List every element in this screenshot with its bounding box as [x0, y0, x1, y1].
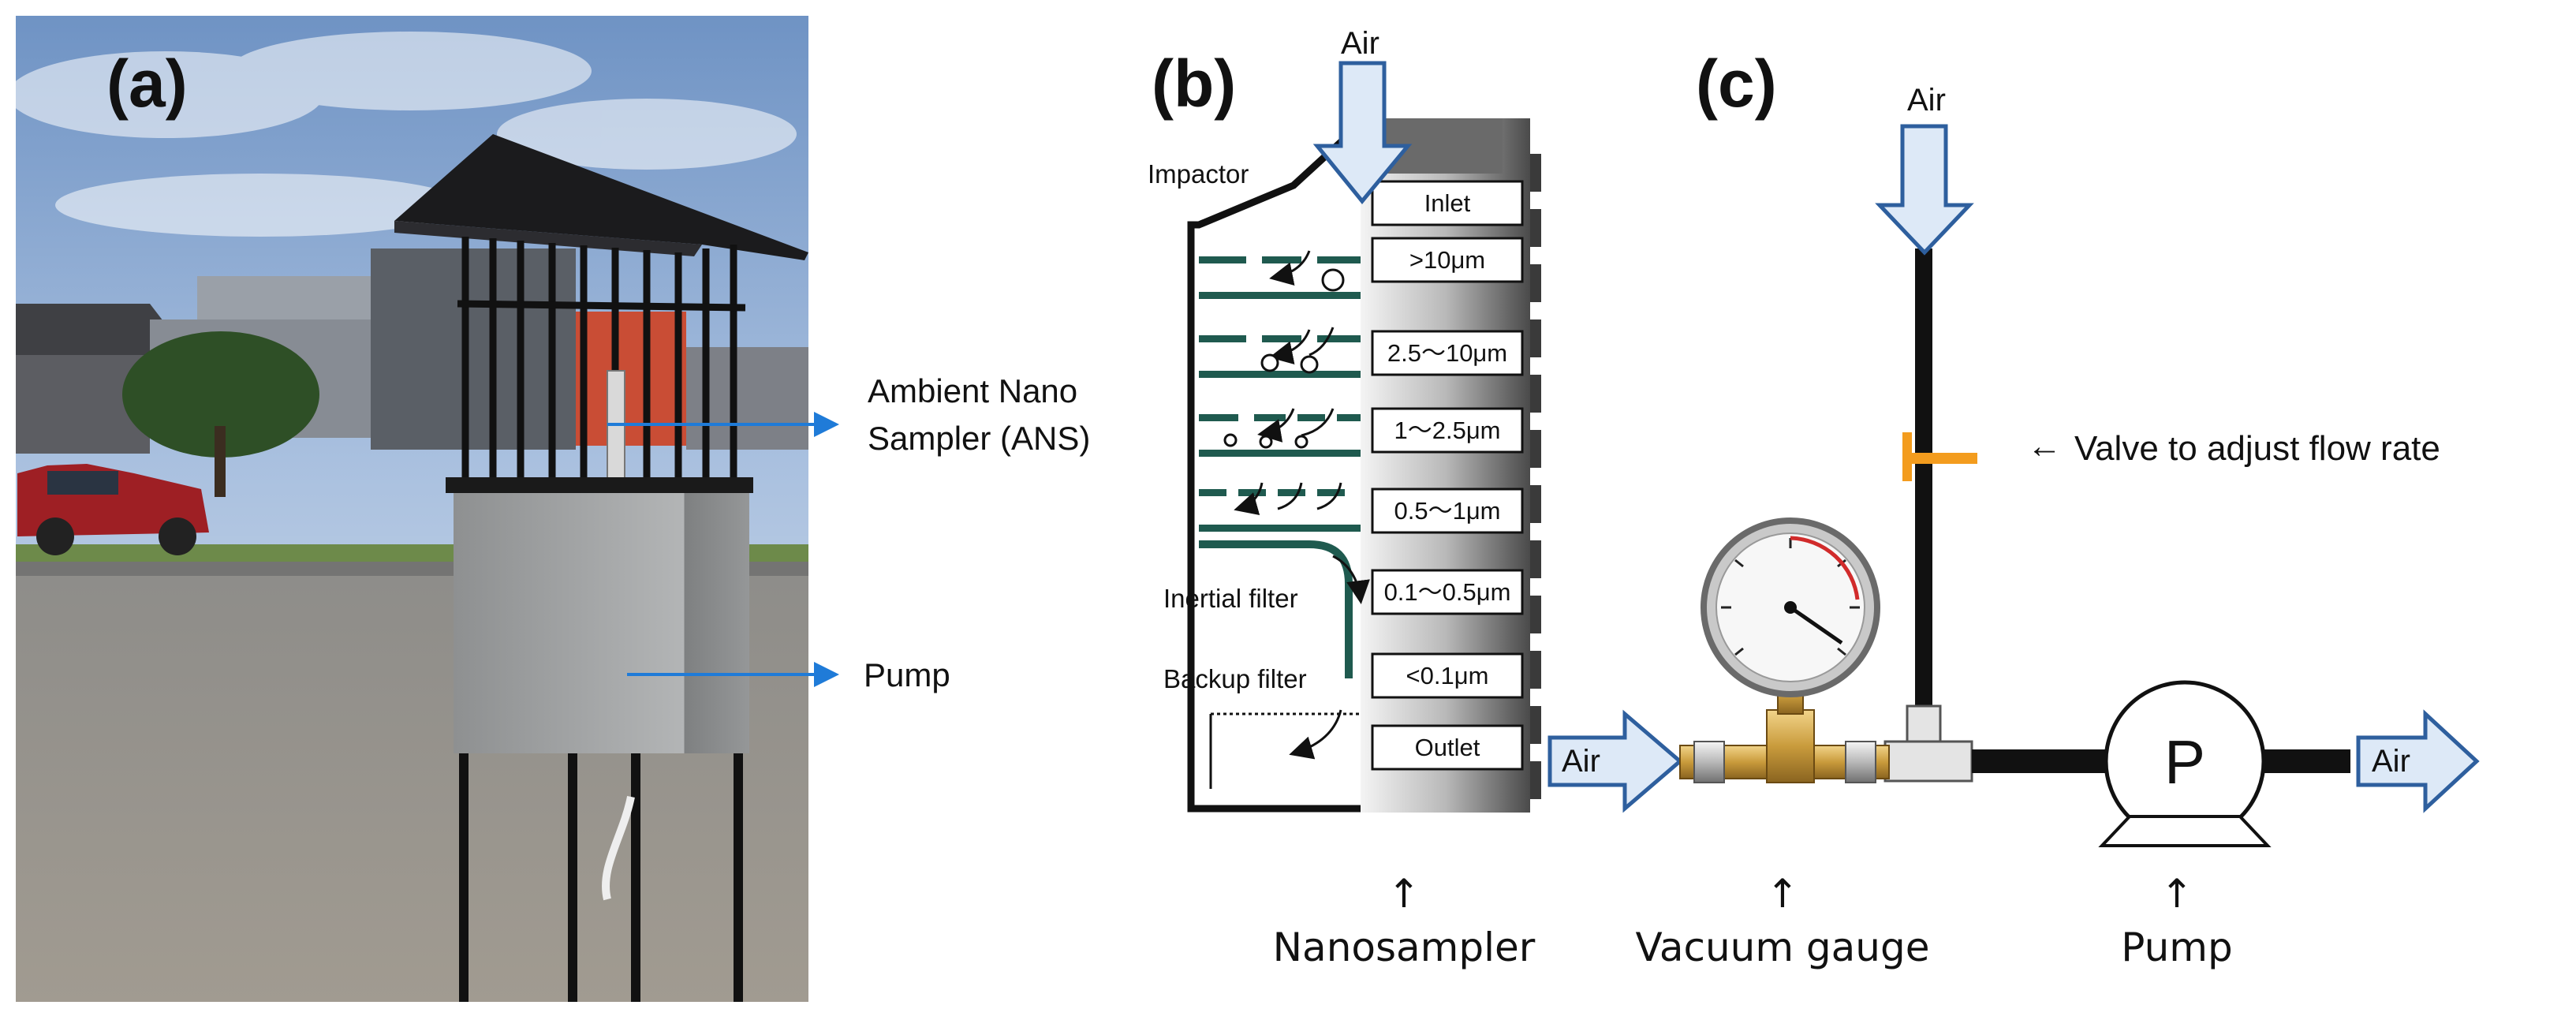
stage-label: >10μm [1409, 246, 1485, 274]
panel-label-a: (a) [106, 47, 188, 121]
stage-box-lt0-1 [1371, 652, 1524, 699]
red-car [17, 464, 209, 555]
valve-label: Valve to adjust flow rate [2074, 429, 2440, 468]
gauge-needle [1789, 605, 1843, 645]
stage-label: 0.5〜1μm [1394, 497, 1500, 525]
pump-symbol-letter: P [2164, 727, 2205, 797]
pump-housing [446, 477, 753, 1002]
nanosampler-caption: Nanosampler [1273, 925, 1536, 970]
stage-box-2-5-10 [1371, 330, 1524, 376]
column-ribs [1530, 154, 1541, 799]
vacuum-gauge-caption-arrow: ↑ [1766, 871, 1799, 917]
flow-valve [1902, 432, 1977, 481]
stage-label: Outlet [1415, 734, 1480, 761]
panel-label-c: (c) [1696, 47, 1777, 121]
pump-symbol [2098, 680, 2272, 847]
vacuum-gauge [1679, 517, 1890, 783]
tee-fitting [1883, 704, 1973, 783]
stage-label: 1〜2.5μm [1394, 417, 1500, 444]
air-exit-arrow [2356, 709, 2480, 813]
nanosampler-caption-arrow: ↑ [1387, 871, 1421, 917]
particle-paths [1223, 250, 1370, 760]
stage-labels: Inlet >10μm 2.5〜10μm 1〜2.5μm 0.5〜1μm 0.1… [1384, 189, 1511, 761]
stage-boxes [1371, 180, 1524, 771]
air-inlet-arrow [1312, 61, 1413, 204]
stage-box-inlet [1371, 180, 1524, 226]
ans-label-line2: Sampler (ANS) [868, 420, 1090, 457]
pipe-to-pump [1972, 749, 2106, 773]
clouds [8, 32, 797, 237]
stage-box-outlet [1371, 724, 1524, 771]
stage-box-gt10 [1371, 237, 1524, 283]
stage-box-0-1-0-5 [1371, 569, 1524, 615]
panel-label-b: (b) [1152, 47, 1236, 121]
air-exit-label: Air [2372, 744, 2410, 779]
pump-caption: Pump [2121, 925, 2232, 970]
tree [122, 331, 319, 497]
pump-caption-arrow: ↑ [2160, 871, 2193, 917]
valve-arrow: ← [2027, 427, 2062, 465]
backup-filter-label: Backup filter [1163, 664, 1307, 693]
ans-label-line1: Ambient Nano [868, 372, 1077, 409]
stage-box-1-2-5 [1371, 407, 1524, 454]
impaction-plates [1199, 256, 1361, 532]
buildings [16, 248, 808, 454]
stage-label: 2.5〜10μm [1387, 339, 1507, 367]
air-inlet-label: Air [1341, 26, 1379, 61]
photo-panel [8, 16, 839, 1002]
stage-box-0-5-1 [1371, 488, 1524, 534]
air-top-label: Air [1907, 83, 1946, 118]
pipe-from-pump [2264, 749, 2350, 773]
air-outlet-arrow [1547, 709, 1683, 813]
air-outlet-label: Air [1562, 744, 1600, 779]
vacuum-gauge-caption: Vacuum gauge [1636, 925, 1930, 970]
air-top-arrow [1875, 124, 1974, 256]
inertial-filter-label: Inertial filter [1163, 584, 1298, 613]
stage-label: Inlet [1424, 189, 1471, 217]
impactor-housing [1187, 138, 1384, 813]
stage-label: <0.1μm [1406, 662, 1489, 689]
impactor-label: Impactor [1148, 159, 1249, 189]
stage-label: 0.1〜0.5μm [1384, 578, 1511, 606]
pump-label: Pump [864, 656, 950, 693]
vertical-pipe [1915, 248, 1932, 714]
